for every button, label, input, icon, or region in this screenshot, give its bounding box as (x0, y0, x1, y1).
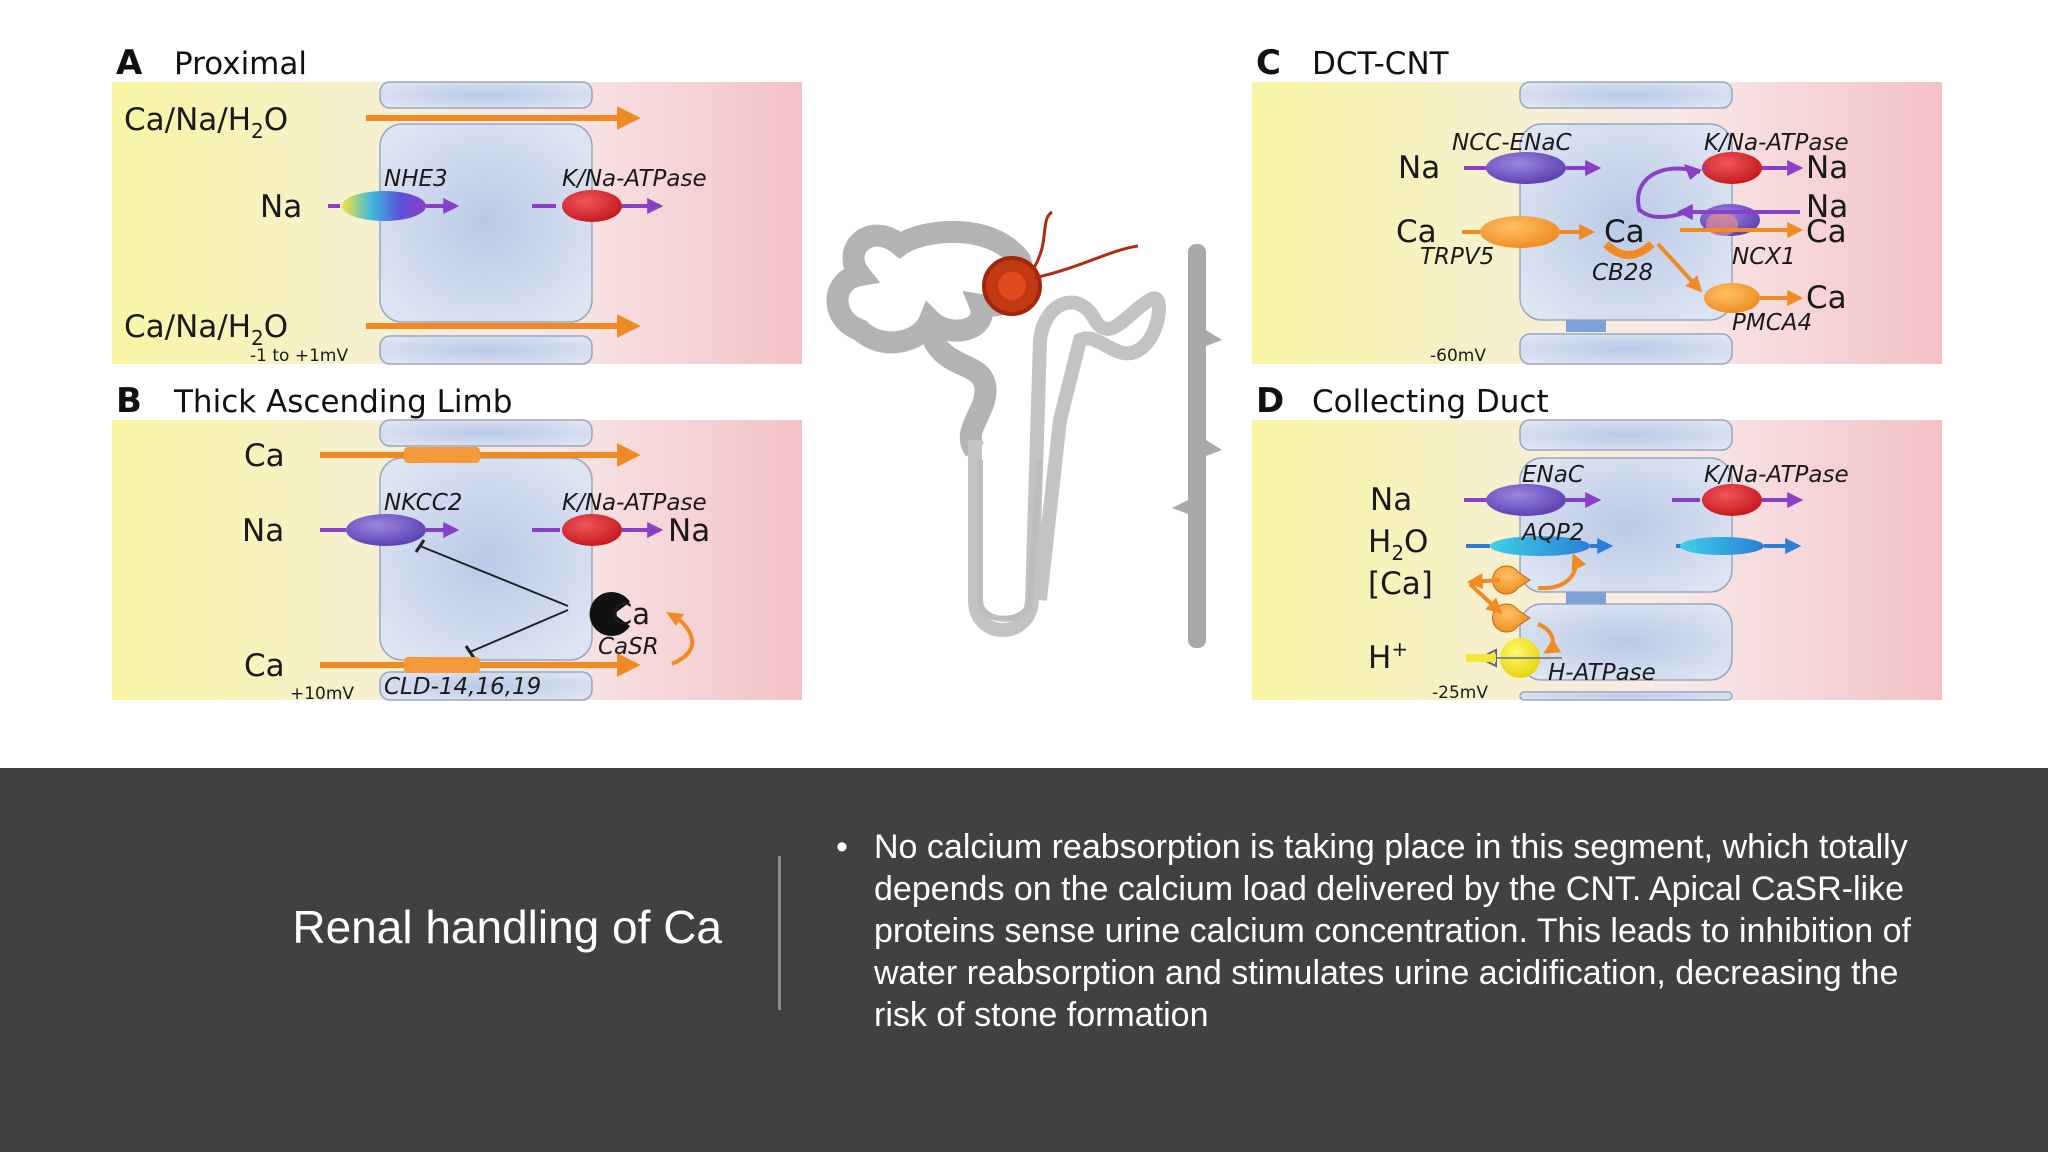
panel-b-letter: B (116, 381, 142, 421)
panel-d-h-plus-label: H+ (1368, 637, 1408, 676)
ncc-enac-transporter-icon (1486, 152, 1566, 184)
panel-d-h2o-label: H2O (1368, 524, 1428, 565)
panel-c-letter: C (1256, 43, 1281, 83)
panel-a-atpase-pump-icon (562, 190, 622, 222)
panel-b-na-label: Na (242, 513, 284, 549)
panel-c-dct-cnt: C DCT-CNT NCC-ENaC K/Na-ATPase Na Na Na … (1252, 43, 1942, 366)
panel-a-top-transport-label: Ca/Na/H2O (124, 102, 288, 143)
nkcc2-transporter-icon (346, 514, 426, 546)
panel-c-ncc-enac-label: NCC-ENaC (1452, 130, 1572, 156)
panel-d-atpase-pump-icon (1702, 484, 1762, 516)
panel-b-atpase-pump-icon (562, 514, 622, 546)
panel-a-bottom-transport-label: Ca/Na/H2O (124, 309, 288, 350)
panel-a-title: Proximal (174, 46, 307, 82)
panel-d-collecting-duct: D Collecting Duct ENaC K/Na-ATPase Na H2… (1252, 381, 1942, 703)
caption-band (0, 768, 2048, 1152)
panel-c-na-left-label: Na (1398, 150, 1440, 186)
bullet-marker: • (836, 828, 848, 866)
panel-b-claudin-label: CLD-14,16,19 (384, 674, 541, 700)
panel-b-na-right-label: Na (668, 513, 710, 549)
panel-a-proximal: A Proximal Ca/Na/H2O Na NHE3 K/Na-ATPase… (112, 43, 802, 366)
casr-receptor-icon (589, 592, 630, 637)
panel-c-voltage: -60mV (1430, 346, 1486, 366)
panel-d-title: Collecting Duct (1312, 384, 1549, 420)
collecting-duct-icon (1188, 244, 1206, 648)
pmca4-pump-icon (1704, 283, 1760, 313)
panel-c-ca-r1-label: Ca (1806, 214, 1847, 250)
panel-c-ca-r2-label: Ca (1806, 280, 1847, 316)
panel-a-letter: A (116, 43, 143, 83)
trpv5-channel-icon (1480, 216, 1560, 248)
panel-b-paracellular-channel-top (404, 447, 480, 463)
panel-b-casr-ca-label: Ca (612, 597, 650, 631)
kidney-calcium-figure: A Proximal Ca/Na/H2O Na NHE3 K/Na-ATPase… (112, 43, 1942, 704)
panel-b-casr-label: CaSR (598, 634, 659, 660)
panel-b-inhibition-line-2 (469, 609, 569, 653)
panel-c-na-r2-label: Na (1806, 189, 1848, 225)
panel-b-inhibition-line-1 (419, 545, 569, 607)
title-divider (778, 856, 781, 1010)
panel-d-na-label: Na (1370, 482, 1412, 518)
panel-c-atpase-label: K/Na-ATPase (1704, 130, 1849, 156)
panel-a-na-label: Na (260, 189, 302, 225)
panel-b-paracellular-channel-bottom (404, 657, 480, 673)
panel-c-ncx1-label: NCX1 (1732, 244, 1796, 270)
panel-c-ca-left-label: Ca (1396, 214, 1437, 250)
slide-title: Renal handling of Ca (292, 901, 722, 953)
panel-d-hatpase-label: H-ATPase (1548, 660, 1656, 686)
nhe3-transporter-icon (342, 191, 426, 221)
panel-c-trpv5-label: TRPV5 (1420, 244, 1494, 270)
panel-d-voltage: -25mV (1432, 683, 1488, 703)
panel-a-atpase-label: K/Na-ATPase (562, 166, 707, 192)
aqp2-water-channel-icon (1490, 536, 1590, 556)
panel-b-atpase-label: K/Na-ATPase (562, 490, 707, 516)
panel-c-pmca4-label: PMCA4 (1732, 310, 1812, 336)
panel-a-voltage: -1 to +1mV (250, 346, 348, 366)
panel-d-aqp2-label: AQP2 (1520, 520, 1584, 546)
bullet-text: No calcium reabsorption is taking place … (874, 828, 1911, 1034)
panel-c-cb28-label: CB28 (1592, 260, 1653, 286)
basolateral-water-channel-icon (1680, 537, 1764, 555)
panel-a-nhe3-label: NHE3 (384, 166, 448, 192)
panel-b-feedback-arrow (671, 618, 695, 666)
panel-b-thick-ascending-limb: B Thick Ascending Limb Ca Na NKCC2 K/Na-… (112, 381, 802, 704)
nephron-illustration (826, 210, 1222, 648)
panel-d-enac-label: ENaC (1522, 462, 1584, 488)
panel-b-voltage: +10mV (290, 684, 354, 704)
panel-d-letter: D (1256, 381, 1284, 421)
panel-c-atpase-pump-icon (1702, 152, 1762, 184)
panel-b-nkcc2-label: NKCC2 (384, 490, 462, 516)
panel-b-ca-bottom-label: Ca (244, 648, 285, 684)
panel-c-na-r1-label: Na (1806, 150, 1848, 186)
panel-b-title: Thick Ascending Limb (173, 384, 512, 420)
panel-b-ca-top-label: Ca (244, 438, 285, 474)
cb28-binding-icon (1603, 240, 1655, 259)
panel-d-ca-conc-label: [Ca] (1368, 566, 1433, 602)
panel-d-atpase-label: K/Na-ATPase (1704, 462, 1849, 488)
enac-channel-icon (1486, 484, 1566, 516)
panel-c-title: DCT-CNT (1312, 46, 1450, 82)
